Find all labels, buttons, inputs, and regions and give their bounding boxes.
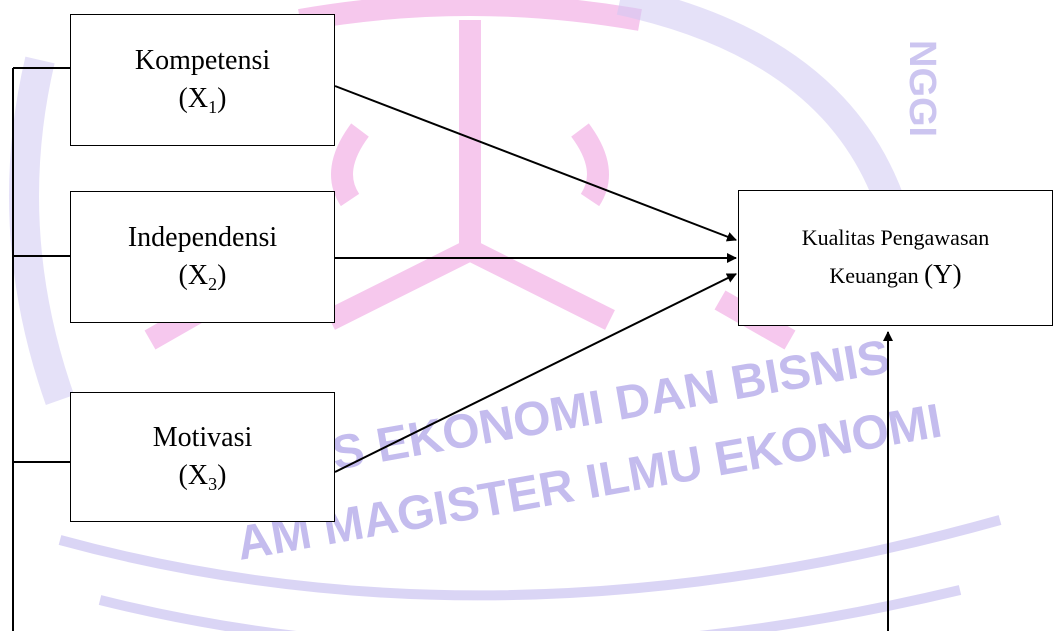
node-kualitas-pengawasan-keuangan: Kualitas Pengawasan Keuangan (Y) <box>738 190 1053 326</box>
node-independensi-symbol: (X2) <box>178 260 227 294</box>
arrow-x1-to-y <box>334 85 737 242</box>
node-independensi: Independensi (X2) <box>70 191 335 323</box>
node-kompetensi: Kompetensi (X1) <box>70 14 335 146</box>
node-y-label-line1: Kualitas Pengawasan <box>801 225 990 250</box>
node-y-symbol: (Y) <box>924 259 962 289</box>
node-kompetensi-label: Kompetensi <box>134 45 271 76</box>
node-motivasi-label: Motivasi <box>152 422 253 453</box>
node-kompetensi-symbol: (X1) <box>178 83 227 117</box>
node-motivasi-symbol: (X3) <box>178 460 227 494</box>
node-motivasi: Motivasi (X3) <box>70 392 335 522</box>
node-y-label-line2: Keuangan (Y) <box>829 259 962 289</box>
arrow-x3-to-y <box>334 273 737 473</box>
node-independensi-label: Independensi <box>127 222 278 253</box>
